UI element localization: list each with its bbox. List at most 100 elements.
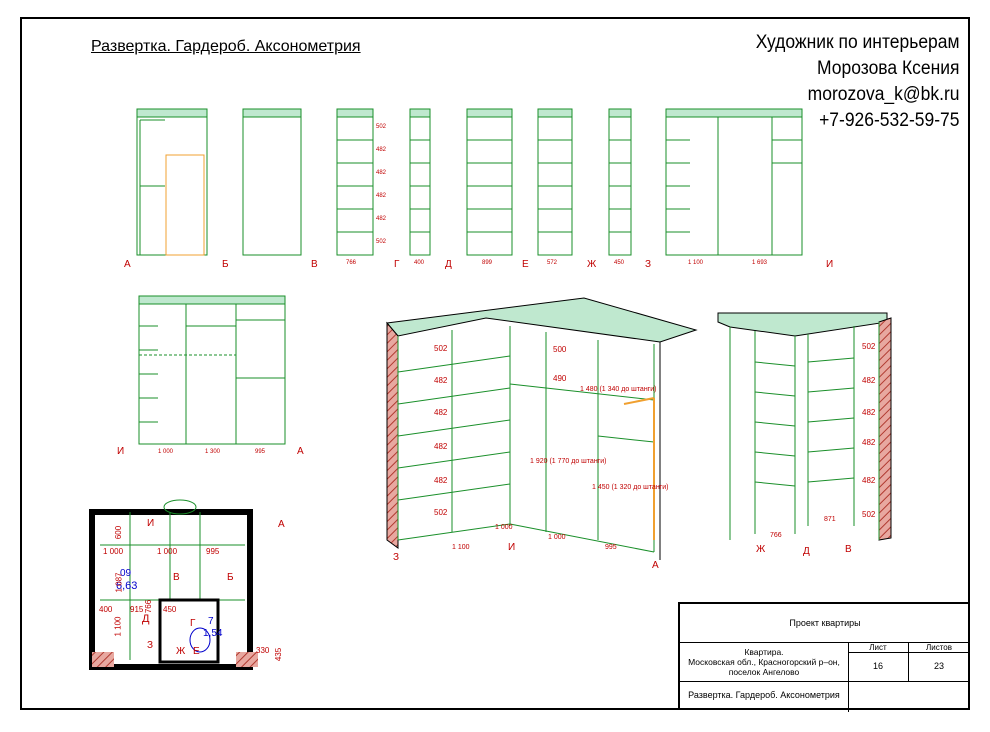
stamp-drawing-name: Развертка. Гардероб. Аксонометрия (688, 690, 840, 700)
plan-label-z: З (147, 640, 154, 651)
stamp-address: Квартира. Московская обл., Красногорский… (680, 642, 848, 681)
axo-dim-3: 482 (434, 408, 448, 417)
width-e: 572 (547, 260, 558, 266)
stamp-address-line3: поселок Ангелово (728, 666, 800, 677)
axo-label-z: З (393, 552, 400, 563)
axo-top-1: 500 (553, 345, 567, 354)
shelf-dim-4: 482 (376, 193, 387, 199)
title-block: Проект квартиры Квартира. Московская обл… (678, 602, 970, 712)
plan-dim-435: 435 (274, 647, 284, 662)
axo-r-bottom-2: 766 (770, 532, 782, 539)
width-i1: 1 000 (158, 449, 174, 455)
axo-dim-1: 502 (434, 344, 448, 353)
stamp-sheet-label: Лист (869, 642, 887, 652)
axonometry-right (717, 312, 892, 541)
plan-label-zh: Ж (176, 646, 186, 657)
plan-room-area: 6,63 (116, 580, 138, 592)
shelf-dim-2: 482 (376, 147, 387, 153)
label-v: В (311, 259, 318, 270)
axo-dim-5: 482 (434, 476, 448, 485)
axo-note-2: 1 920 (1 770 до штанги) (530, 458, 607, 465)
axo-r-label-zh: Ж (756, 544, 766, 555)
label-g: Г (394, 259, 400, 270)
plan-room2-area: 1,54 (203, 628, 223, 639)
sheet-title: Развертка. Гардероб. Аксонометрия (91, 38, 361, 55)
elevation-d (466, 108, 513, 256)
plan-dim-1000a: 1 000 (103, 547, 124, 556)
sheet-frame (20, 17, 970, 710)
width-v: 766 (346, 260, 357, 266)
axo-label-a: А (652, 560, 659, 571)
axo-dim-2: 482 (434, 376, 448, 385)
axo-dim-6: 502 (434, 508, 448, 517)
label-e: Е (522, 259, 529, 270)
shelf-dim-6: 502 (376, 239, 387, 245)
width-g: 400 (414, 260, 425, 266)
author-role: Художник по интерьерам (755, 32, 959, 53)
width-z1: 1 100 (688, 260, 704, 266)
elevation-a (136, 108, 208, 256)
axo-r-dim-5: 482 (862, 476, 876, 485)
plan-dim-766: 766 (144, 599, 154, 614)
axo-note-1: 1 480 (1 340 до штанги) (580, 386, 657, 393)
plan-dim-400: 400 (99, 605, 113, 614)
plan-label-b: Б (227, 572, 234, 583)
label-a: А (124, 259, 131, 270)
plan-label-i: И (147, 518, 155, 529)
elevation-zh (608, 108, 632, 256)
stamp-row-project (680, 604, 970, 643)
stamp-sheet-no: 16 (872, 661, 883, 671)
width-d: 899 (482, 260, 493, 266)
shelf-dim-5: 482 (376, 216, 387, 222)
plan-dim-915: 915 (130, 605, 144, 614)
axo-r-label-d: Д (803, 546, 810, 557)
floor-plan (89, 499, 258, 670)
width-zh: 450 (614, 260, 625, 266)
shelf-dim-3: 482 (376, 170, 387, 176)
label-d: Д (445, 259, 452, 270)
elevation-g (409, 108, 431, 256)
elevation-v (336, 108, 374, 256)
width-z2: 1 693 (752, 260, 768, 266)
stamp-address-line1: Квартира. (744, 646, 784, 657)
label-i: И (826, 259, 834, 270)
author-email: morozova_k@bk.ru (807, 84, 959, 105)
author-block: Художник по интерьерам Морозова Ксения m… (755, 30, 959, 134)
label-a2: А (297, 446, 304, 457)
axo-bottom-3: 1 000 (548, 534, 566, 541)
axo-bottom-4: 995 (605, 544, 617, 551)
stamp-divider-1 (848, 642, 849, 681)
axo-label-i: И (508, 542, 516, 553)
stamp-sheets-label: Листов (926, 642, 952, 652)
plan-dim-1000b: 1 000 (157, 547, 178, 556)
label-zh: Ж (587, 259, 597, 270)
label-z: З (645, 259, 652, 270)
elevation-z (665, 108, 803, 256)
label-b: Б (222, 259, 229, 270)
shelf-dim-1: 502 (376, 124, 387, 130)
label-i2: И (117, 446, 125, 457)
axo-r-dim-4: 482 (862, 438, 876, 447)
stamp-divider-4 (848, 681, 849, 712)
axo-r-dim-1: 502 (862, 342, 876, 351)
elevation-b (242, 108, 302, 256)
axo-r-dim-3: 482 (862, 408, 876, 417)
plan-label-d: Д (142, 613, 150, 625)
axo-dim-4: 482 (434, 442, 448, 451)
stamp-sheets-total: 23 (933, 661, 944, 671)
plan-dim-450: 450 (163, 605, 177, 614)
author-phone: +7-926-532-59-75 (818, 110, 959, 131)
plan-room2-code: 7 (208, 616, 214, 627)
plan-dim-330: 330 (256, 646, 270, 655)
stamp-project: Проект квартиры (789, 617, 861, 628)
axonometry-main (386, 297, 698, 560)
plan-label-e: Е (193, 646, 200, 657)
plan-label-a: А (278, 519, 285, 530)
stamp-divider-2 (908, 642, 909, 681)
axo-bottom-2: 1 000 (495, 524, 513, 531)
axo-note-3: 1 450 (1 320 до штанги) (592, 484, 669, 491)
plan-label-v: В (173, 572, 180, 583)
plan-label-g: Г (190, 618, 196, 629)
